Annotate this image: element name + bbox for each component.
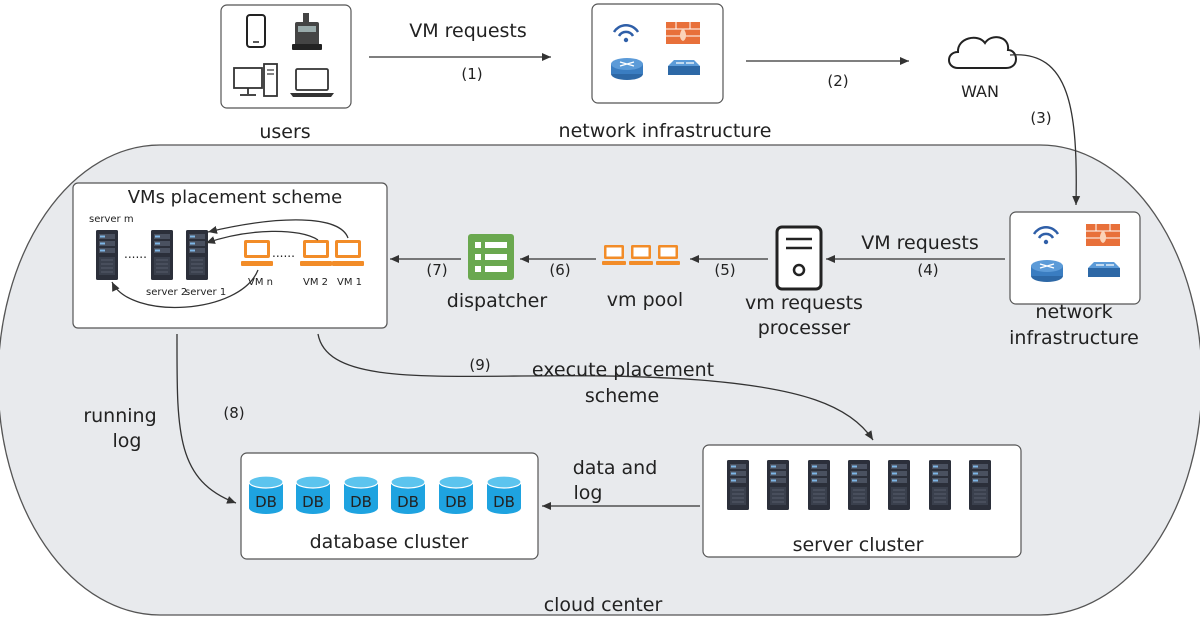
step-8-label: (8) [223,404,244,422]
db-label: DB [350,493,372,511]
processer-label-2: processer [758,317,851,339]
vm-2-label: VM 2 [303,277,328,288]
database-cluster-label: database cluster [310,531,469,553]
step-4-label: (4) [917,261,938,279]
laptop-icon [290,68,334,97]
processer-label-1: vm requests [745,292,863,314]
step-7-label: (7) [426,261,447,279]
vm-pool-icon [602,245,680,265]
db-label: DB [302,493,324,511]
desktop-computer-icon [233,63,278,97]
vm-requests-label-top: VM requests [409,20,527,42]
svg-text:......: ...... [272,246,295,260]
db-label: DB [255,493,277,511]
dispatcher-label: dispatcher [447,290,548,312]
data-log-label-2: log [574,482,603,504]
server-cluster-label: server cluster [793,534,924,556]
db-label: DB [445,493,467,511]
network-infrastructure-right-label-2: infrastructure [1009,327,1139,349]
cloud-icon [948,36,1017,69]
desk-phone-icon [292,13,322,50]
users-label: users [259,121,310,143]
data-log-label-1: data and [573,457,658,479]
step-1-label: (1) [461,65,482,83]
network-infrastructure-top-box [591,3,724,104]
arrow-placement-to-database [176,333,237,504]
running-log-label-2: log [113,430,142,452]
execute-label-2: scheme [585,385,659,407]
arrow-wan-to-network [1009,54,1081,206]
network-infrastructure-right-label-1: network [1035,301,1112,323]
server-1-label: server 1 [185,287,226,298]
vm-requests-label-right: VM requests [861,232,979,254]
server-m-label: server m [89,214,134,225]
step-2-label: (2) [827,72,848,90]
execute-label-1: execute placement [532,359,714,381]
server-2-label: server 2 [146,287,187,298]
arrow-placement-to-server-cluster [317,333,874,441]
db-label: DB [493,493,515,511]
step-5-label: (5) [714,261,735,279]
step-9-label: (9) [469,356,490,374]
cloud-center-label: cloud center [544,594,663,616]
vm-pool-label: vm pool [607,289,683,311]
wan-label: WAN [961,82,999,101]
vm-n-label: VM n [248,277,273,288]
users-box [220,4,352,109]
vm-1-label: VM 1 [337,277,362,288]
server-icon [95,229,209,281]
placement-scheme-title: VMs placement scheme [128,187,343,208]
step-3-label: (3) [1030,109,1051,127]
db-label: DB [397,493,419,511]
step-6-label: (6) [549,261,570,279]
network-infrastructure-right-box [1009,211,1141,305]
request-processer-icon [775,225,823,291]
dispatcher-icon [468,234,514,280]
placement-scheme-box [72,182,388,329]
network-infrastructure-top-label: network infrastructure [559,120,772,142]
smartphone-icon [246,14,266,48]
running-log-label-1: running [83,405,156,427]
svg-text:......: ...... [124,247,147,261]
